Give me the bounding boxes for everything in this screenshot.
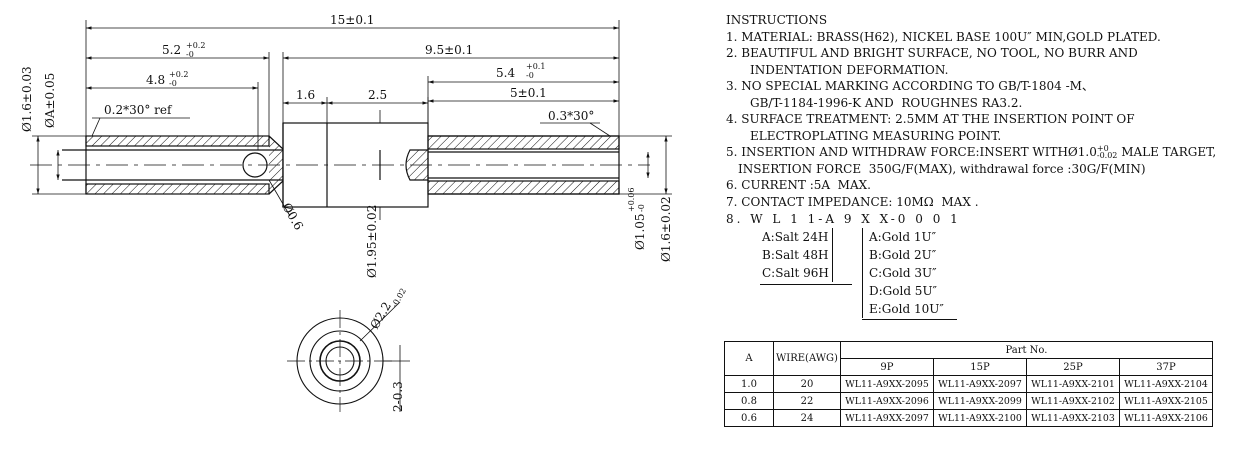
- gold-option: A:Gold 1U″: [869, 229, 937, 244]
- salt-underline: [760, 283, 852, 285]
- header-part: Part No.: [839, 341, 1213, 359]
- gold-option: D:Gold 5U″: [869, 283, 938, 298]
- table-row: 0.6 24 WL11-A9XX-2097 WL11-A9XX-2100 WL1…: [724, 409, 1213, 427]
- note-2b: INDENTATION DEFORMATION.: [750, 62, 949, 77]
- dim-5-2-tol2: -0: [186, 50, 194, 59]
- instructions: INSTRUCTIONS 1. MATERIAL: BRASS(H62), NI…: [726, 12, 1231, 320]
- table-pins-row: 9P 15P 25P 37P: [725, 358, 1213, 376]
- note-5a-tol: +0-0.02: [1096, 144, 1118, 160]
- cell-part: WL11-A9XX-2105: [1118, 392, 1213, 410]
- note-4a: 4. SURFACE TREATMENT: 2.5MM AT THE INSER…: [726, 112, 1135, 126]
- code-legend: A:Salt 24H B:Salt 48H C:Salt 96H A:Gold …: [726, 227, 1231, 320]
- instructions-title: INSTRUCTIONS: [726, 13, 828, 27]
- note-3a: 3. NO SPECIAL MARKING ACCORDING TO GB/T-…: [726, 79, 1094, 93]
- cell-a: 1.0: [724, 375, 774, 393]
- table-row: 1.0 20 WL11-A9XX-2095 WL11-A9XX-2097 WL1…: [724, 375, 1213, 393]
- dim-5-4: 5.4: [496, 66, 515, 80]
- dim-4-8-tol: +0.2: [169, 70, 188, 79]
- header-pin: 9P: [839, 358, 934, 376]
- dimension-lines: [32, 20, 672, 220]
- dim-9-5: 9.5±0.1: [425, 43, 473, 57]
- dim-chamfer: 0.3*30°: [548, 109, 594, 123]
- header-pin: 37P: [1118, 358, 1213, 376]
- dim-ref: 0.2*30° ref: [104, 103, 173, 117]
- salt-option: C:Salt 96H: [762, 265, 829, 280]
- salt-option: B:Salt 48H: [762, 247, 829, 262]
- cell-part: WL11-A9XX-2097: [932, 375, 1027, 393]
- left-wall-top: [85, 135, 270, 147]
- dim-dia-1-05-tol: +0.06: [627, 187, 636, 212]
- dim-dia-1-6b: Ø1.6±0.02: [659, 196, 673, 262]
- gold-option: B:Gold 2U″: [869, 247, 937, 262]
- note-6: 6. CURRENT :5A MAX.: [726, 178, 871, 192]
- end-view-labels: Ø2.2 -0.02 2-0.3: [367, 287, 408, 412]
- salt-options: A:Salt 24H B:Salt 48H C:Salt 96H: [762, 227, 833, 282]
- dim-dia-1-6: Ø1.6±0.03: [20, 66, 34, 132]
- cell-wire: 20: [773, 375, 841, 393]
- cell-part: WL11-A9XX-2104: [1118, 375, 1213, 393]
- part-number-table: A WIRE(AWG) Part No. 9P 15P 25P 37P 1.0 …: [724, 341, 1213, 427]
- cell-part: WL11-A9XX-2095: [839, 375, 934, 393]
- pin-body: [30, 122, 650, 208]
- header-pin: 25P: [1025, 358, 1120, 376]
- table-header-row: A WIRE(AWG) Part No.: [724, 341, 1213, 376]
- header-pin: 15P: [932, 358, 1027, 376]
- left-wall-bottom: [85, 183, 270, 195]
- header-wire: WIRE(AWG): [773, 341, 841, 376]
- note-1: 1. MATERIAL: BRASS(H62), NICKEL BASE 100…: [726, 29, 1161, 44]
- salt-option: A:Salt 24H: [762, 229, 829, 244]
- dim-5-2-tol: +0.2: [186, 41, 205, 50]
- right-wall-top: [427, 135, 620, 150]
- right-wall-bottom: [427, 180, 620, 195]
- dim-dia-1-95: Ø1.95±0.02: [365, 205, 379, 278]
- note-3b: GB/T-1184-1996-K AND ROUGHNES RA3.2.: [750, 95, 1023, 110]
- header-a: A: [724, 341, 774, 376]
- dim-5-2: 5.2: [162, 43, 181, 57]
- gold-option: E:Gold 10U″: [869, 301, 944, 316]
- cell-part: WL11-A9XX-2101: [1025, 375, 1120, 393]
- cell-a: 0.6: [724, 409, 774, 427]
- note-2a: 2. BEAUTIFUL AND BRIGHT SURFACE, NO TOOL…: [726, 46, 1138, 60]
- cell-part: WL11-A9XX-2097: [839, 409, 934, 427]
- cell-part: WL11-A9XX-2099: [932, 392, 1027, 410]
- dim-1-6: 1.6: [296, 88, 315, 102]
- dim-2: 2-0.3: [391, 381, 405, 412]
- dim-dia-1-05-tol2: -0: [637, 204, 646, 212]
- gold-options: A:Gold 1U″ B:Gold 2U″ C:Gold 3U″ D:Gold …: [862, 227, 944, 318]
- table-row: 0.8 22 WL11-A9XX-2096 WL11-A9XX-2099 WL1…: [724, 392, 1213, 410]
- cell-wire: 22: [773, 392, 841, 410]
- end-view: [287, 301, 410, 412]
- dim-dia-2-2-tol: -0.02: [390, 287, 408, 309]
- note-5a-text: 5. INSERTION AND WITHDRAW FORCE:INSERT W…: [726, 145, 1097, 159]
- cell-part: WL11-A9XX-2096: [839, 392, 934, 410]
- cell-wire: 24: [773, 409, 841, 427]
- dim-5-4-tol: +0.1: [526, 62, 545, 71]
- note-5a-sub: -0.02: [1096, 151, 1118, 160]
- dim-dia-1-05: Ø1.05: [633, 213, 647, 250]
- note-4b: ELECTROPLATING MEASURING POINT.: [750, 128, 1002, 143]
- cell-part: WL11-A9XX-2102: [1025, 392, 1120, 410]
- cell-part: WL11-A9XX-2100: [932, 409, 1027, 427]
- cell-a: 0.8: [724, 392, 774, 410]
- dim-5: 5±0.1: [510, 86, 547, 100]
- cell-part: WL11-A9XX-2106: [1118, 409, 1213, 427]
- dim-4-8: 4.8: [146, 73, 165, 87]
- dim-overall: 15±0.1: [330, 13, 374, 27]
- dim-4-8-tol2: -0: [169, 79, 177, 88]
- note-7: 7. CONTACT IMPEDANCE: 10MΩ MAX .: [726, 194, 979, 209]
- note-5a-end: MALE TARGET,: [1117, 145, 1217, 159]
- gold-underline: [862, 318, 957, 320]
- cell-part: WL11-A9XX-2103: [1025, 409, 1120, 427]
- technical-drawing: 15±0.1 5.2 +0.2 -0 9.5±0.1 4.8 +0.2 -0 5…: [20, 13, 673, 412]
- gold-option: C:Gold 3U″: [869, 265, 937, 280]
- note-5a-sup: +0: [1096, 144, 1109, 153]
- note-8: 8. W L 1 1-A 9 X X-0 0 0 1: [726, 212, 961, 226]
- dim-dia-a: ØA±0.05: [43, 73, 57, 128]
- note-5a: 5. INSERTION AND WITHDRAW FORCE:INSERT W…: [726, 144, 1231, 161]
- dim-5-4-tol2: -0: [526, 71, 534, 80]
- dim-2-5: 2.5: [368, 88, 387, 102]
- note-5b: INSERTION FORCE 350G/F(MAX), withdrawal …: [738, 161, 1146, 176]
